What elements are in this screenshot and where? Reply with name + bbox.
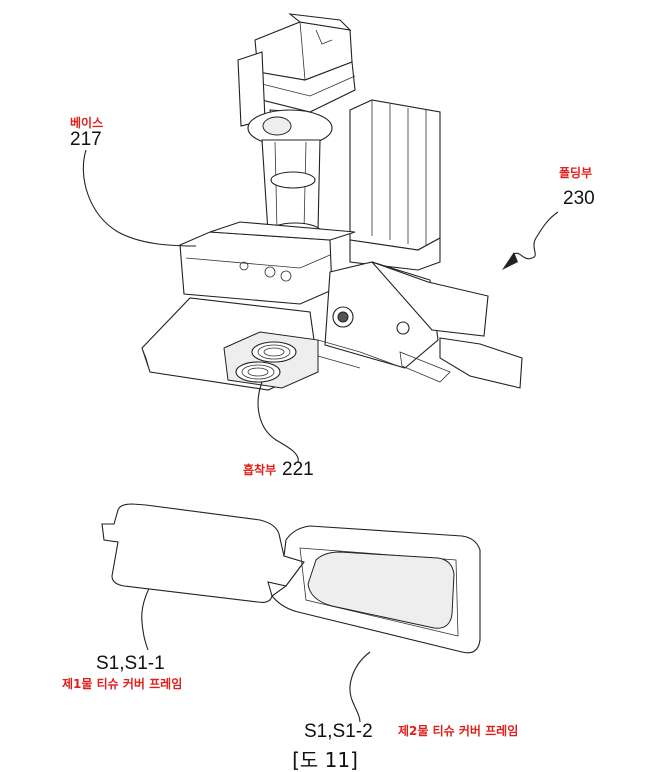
figure-caption: [도 11] (292, 748, 358, 772)
base-label-number: 217 (70, 129, 102, 150)
base-label-name: 베이스 (70, 116, 104, 130)
folding-cylinder (349, 99, 441, 271)
s1-2-label-name: 제2물 티슈 커버 프레임 (398, 724, 519, 738)
suction-cups (235, 341, 297, 383)
leader-folding-arrow (502, 252, 518, 270)
leader-s1-2 (349, 651, 371, 723)
leader-base (82, 149, 197, 247)
folding-label-name: 폴딩부 (559, 166, 593, 180)
suction-label-name: 흡착부 (243, 463, 277, 477)
folding-label-number: 230 (563, 188, 595, 209)
lower-plate (141, 297, 319, 391)
leader-suction (257, 381, 299, 463)
s1-2-label-number: S1,S1-2 (304, 721, 373, 742)
tissue-cover-frame-1 (101, 503, 305, 603)
leader-folding (513, 211, 559, 260)
tissue-cover-frame-2 (271, 525, 481, 654)
spindle-column (237, 51, 333, 242)
suction-label-number: 221 (282, 459, 314, 480)
s1-1-label-number: S1,S1-1 (96, 653, 165, 674)
folding-mechanism (317, 261, 523, 389)
s1-1-label-name: 제1물 티슈 커버 프레임 (62, 677, 183, 691)
base-block (179, 221, 356, 305)
top-clamp (254, 13, 356, 113)
